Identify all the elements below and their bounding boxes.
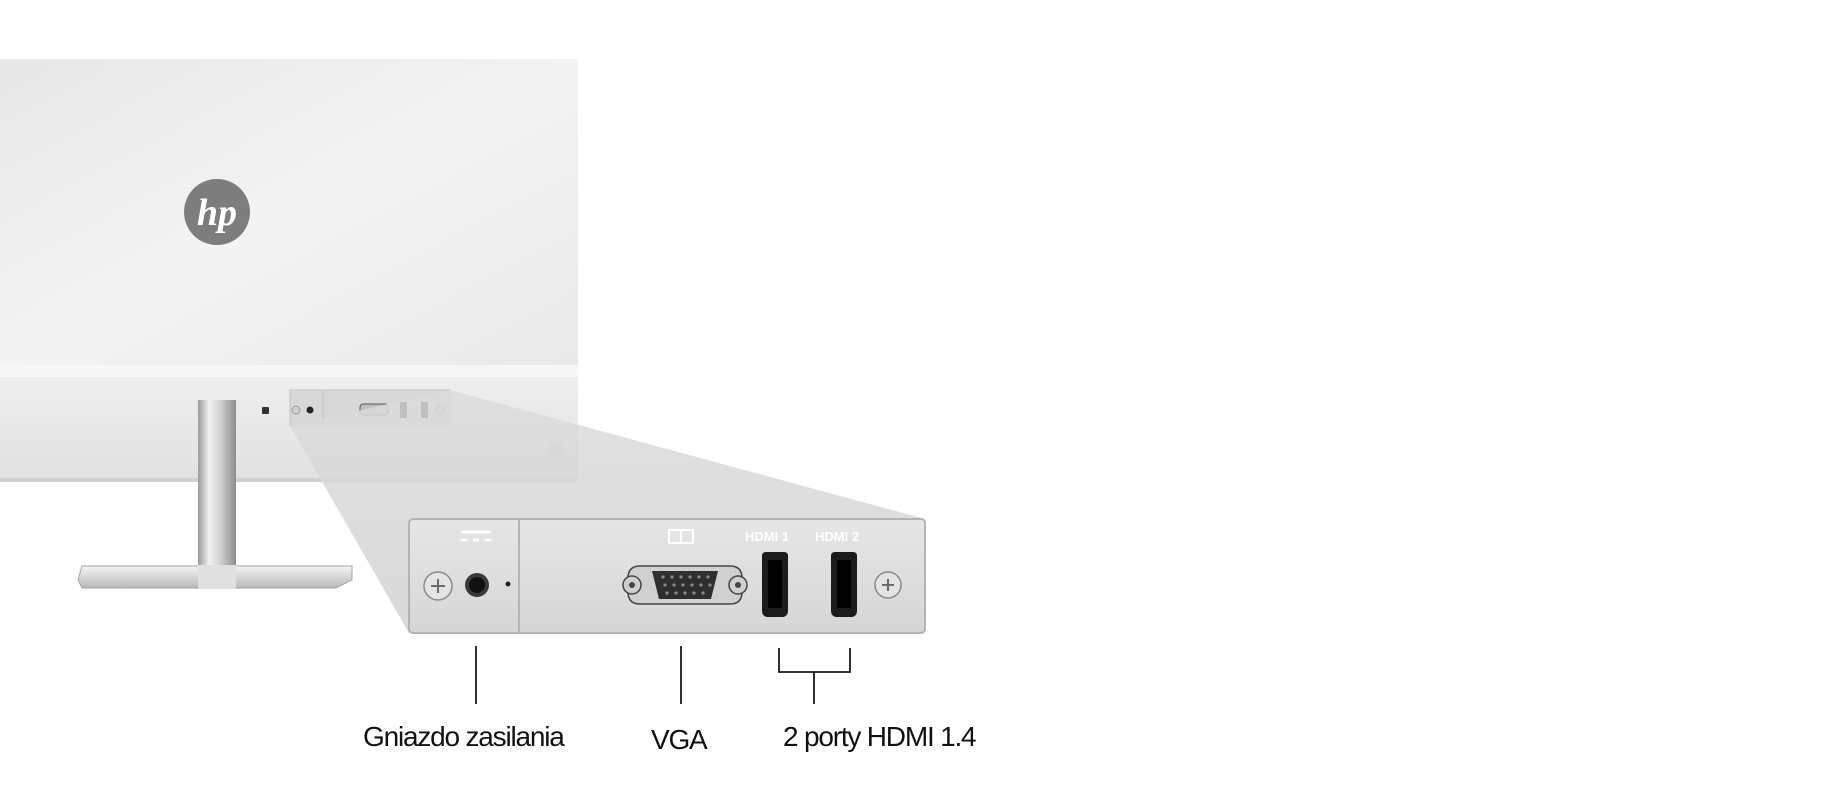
monitor-bottom-edge xyxy=(0,365,578,377)
hdmi-port-icon xyxy=(831,552,857,617)
screw-icon xyxy=(874,571,902,599)
hp-logo: hp xyxy=(184,179,250,245)
hdmi-2-marking: HDMI 2 xyxy=(815,529,859,544)
security-lock-slot xyxy=(262,407,269,414)
callout-lines xyxy=(475,646,851,704)
vga-connector-icon xyxy=(622,565,748,605)
monitor-back-shell xyxy=(0,59,578,365)
vga-label: VGA xyxy=(651,724,708,755)
power-led-indicator xyxy=(505,581,511,587)
monitor-stand xyxy=(77,400,353,589)
hdmi-1-marking: HDMI 1 xyxy=(745,529,789,544)
power-dc-symbol-icon xyxy=(461,530,491,542)
hdmi-callout-bracket xyxy=(778,648,851,704)
monitor-chin-shadow xyxy=(0,478,578,482)
monitor-rear: hp xyxy=(0,59,578,589)
power-socket-label: Gniazdo zasilania xyxy=(363,721,565,752)
power-jack-icon xyxy=(465,573,489,597)
port-panel-zoomed: HDMI 1 HDMI 2 xyxy=(408,518,926,634)
hdmi-ports-label: 2 porty HDMI 1.4 xyxy=(783,721,977,752)
hdmi-port-icon xyxy=(762,552,788,617)
screw-icon xyxy=(423,571,453,601)
hp-logo-text: hp xyxy=(197,192,237,234)
stand-neck xyxy=(198,400,236,580)
vga-symbol-icon xyxy=(668,529,694,544)
